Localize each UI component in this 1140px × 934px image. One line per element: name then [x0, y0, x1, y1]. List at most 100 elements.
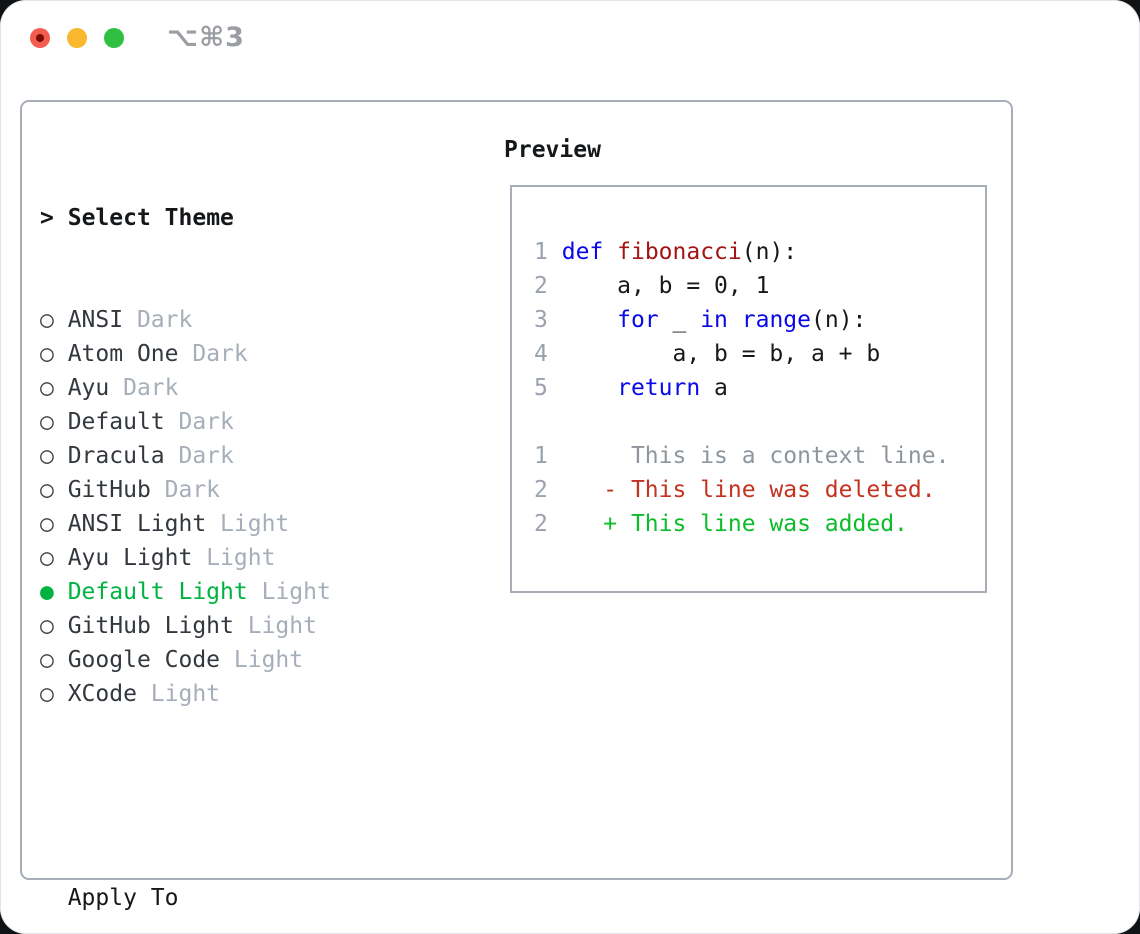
code-token-plain: a, b = b, a + b: [547, 341, 881, 367]
theme-option-default-dark[interactable]: ○ Default Dark: [40, 405, 504, 439]
theme-variant-tag: Dark: [164, 477, 221, 503]
select-theme-title: Select Theme: [67, 205, 234, 231]
radio-icon: ○: [40, 647, 54, 673]
code-token-del: - This line was deleted.: [547, 477, 936, 503]
line-number: 1: [534, 443, 548, 469]
theme-variant-tag: Light: [247, 613, 317, 639]
theme-name: Google Code: [53, 647, 234, 673]
radio-icon: ○: [40, 477, 54, 503]
code-line: 3 for _ in range(n):: [534, 303, 975, 337]
prompt-caret: >: [40, 205, 54, 231]
theme-option-ansi-dark[interactable]: ○ ANSI Dark: [40, 303, 504, 337]
theme-option-default-light-light[interactable]: ● Default Light Light: [40, 575, 504, 609]
theme-option-ayu-dark[interactable]: ○ Ayu Dark: [40, 371, 504, 405]
line-number: 2: [534, 477, 548, 503]
code-token-plain: (n):: [811, 307, 867, 333]
theme-variant-tag: Light: [150, 681, 221, 707]
code-token-kw: return: [617, 375, 701, 401]
radio-selected-icon: ●: [40, 579, 54, 605]
theme-variant-tag: Dark: [192, 341, 248, 367]
theme-name: Default Light: [53, 579, 262, 605]
line-number: 4: [534, 341, 548, 367]
window-title-shortcut: ⌥⌘3: [167, 22, 245, 53]
code-token-plain: [548, 307, 617, 333]
code-token-kw: for: [617, 307, 659, 333]
code-token-kw: in: [700, 307, 728, 333]
apply-to-heading: Apply To: [67, 885, 179, 911]
window-controls: [30, 28, 124, 48]
radio-icon: ○: [40, 511, 54, 537]
radio-icon: ○: [40, 545, 54, 571]
radio-icon: ○: [40, 681, 54, 707]
theme-variant-tag: Light: [220, 511, 290, 537]
line-number: 1: [534, 239, 548, 265]
code-token-plain: [728, 307, 742, 333]
code-line: 2 - This line was deleted.: [534, 473, 975, 507]
radio-icon: ○: [40, 307, 54, 333]
radio-icon: ○: [40, 613, 54, 639]
minimize-button[interactable]: [67, 28, 87, 48]
close-button[interactable]: [30, 28, 50, 48]
line-number: 5: [534, 375, 548, 401]
theme-list-panel: > Select Theme ○ ANSI Dark○ Atom One Dar…: [40, 133, 504, 911]
theme-variant-tag: Light: [233, 647, 304, 673]
theme-name: Default: [53, 409, 179, 435]
code-line: 5 return a: [534, 371, 975, 405]
code-token-plain: _: [658, 307, 701, 333]
theme-variant-tag: Dark: [178, 409, 234, 435]
theme-variant-tag: Dark: [123, 375, 179, 401]
theme-name: ANSI: [53, 307, 137, 333]
radio-icon: ○: [40, 341, 54, 367]
code-token-kw: def: [561, 239, 604, 265]
theme-list: ○ ANSI Dark○ Atom One Dark○ Ayu Dark○ De…: [40, 303, 504, 711]
theme-option-github-dark[interactable]: ○ GitHub Dark: [40, 473, 504, 507]
theme-name: GitHub Light: [53, 613, 248, 639]
theme-variant-tag: Dark: [136, 307, 193, 333]
code-token-plain: a, b = 0, 1: [547, 273, 770, 299]
line-number: 2: [534, 511, 548, 537]
code-token-plain: [548, 375, 617, 401]
code-line: 1 def fibonacci(n):: [534, 235, 975, 269]
theme-option-atom-one-dark[interactable]: ○ Atom One Dark: [40, 337, 504, 371]
theme-name: Ayu Light: [53, 545, 207, 571]
theme-option-dracula-dark[interactable]: ○ Dracula Dark: [40, 439, 504, 473]
select-theme-heading: > Select Theme: [40, 201, 504, 235]
theme-name: Atom One: [53, 341, 193, 367]
code-token-plain: a: [700, 375, 728, 401]
code-token-add: + This line was added.: [547, 511, 908, 537]
line-number: 3: [534, 307, 548, 333]
theme-option-ansi-light-light[interactable]: ○ ANSI Light Light: [40, 507, 504, 541]
radio-icon: ○: [40, 375, 54, 401]
theme-variant-tag: Dark: [178, 443, 234, 469]
code-token-fn: fibonacci: [617, 239, 742, 265]
theme-option-github-light-light[interactable]: ○ GitHub Light Light: [40, 609, 504, 643]
code-token-plain: [603, 239, 617, 265]
spacer: [40, 779, 504, 813]
theme-option-xcode-light[interactable]: ○ XCode Light: [40, 677, 504, 711]
theme-name: Ayu: [53, 375, 124, 401]
theme-option-google-code-light[interactable]: ○ Google Code Light: [40, 643, 504, 677]
code-token-plain: [548, 239, 562, 265]
theme-name: ANSI Light: [53, 511, 221, 537]
code-line: 1 This is a context line.: [534, 439, 975, 473]
code-token-plain: (n):: [741, 239, 798, 265]
line-number: 2: [534, 273, 548, 299]
radio-icon: ○: [40, 443, 54, 469]
theme-option-ayu-light-light[interactable]: ○ Ayu Light Light: [40, 541, 504, 575]
preview-heading: Preview: [504, 137, 601, 163]
titlebar: ⌥⌘3: [0, 0, 1140, 100]
code-token-kw: range: [741, 307, 812, 333]
preview-panel: Preview 1 def fibonacci(n):2 a, b = 0, 1…: [504, 133, 991, 878]
theme-picker-panel: > Select Theme ○ ANSI Dark○ Atom One Dar…: [20, 100, 1013, 911]
zoom-button[interactable]: [104, 28, 124, 48]
radio-icon: ○: [40, 409, 54, 435]
code-token-ctx: This is a context line.: [547, 443, 950, 469]
code-line: [534, 405, 975, 439]
theme-name: Dracula: [53, 443, 179, 469]
theme-variant-tag: Light: [261, 579, 331, 605]
theme-name: XCode: [53, 681, 151, 707]
code-line: 2 + This line was added.: [534, 507, 975, 541]
theme-name: GitHub: [53, 477, 165, 503]
